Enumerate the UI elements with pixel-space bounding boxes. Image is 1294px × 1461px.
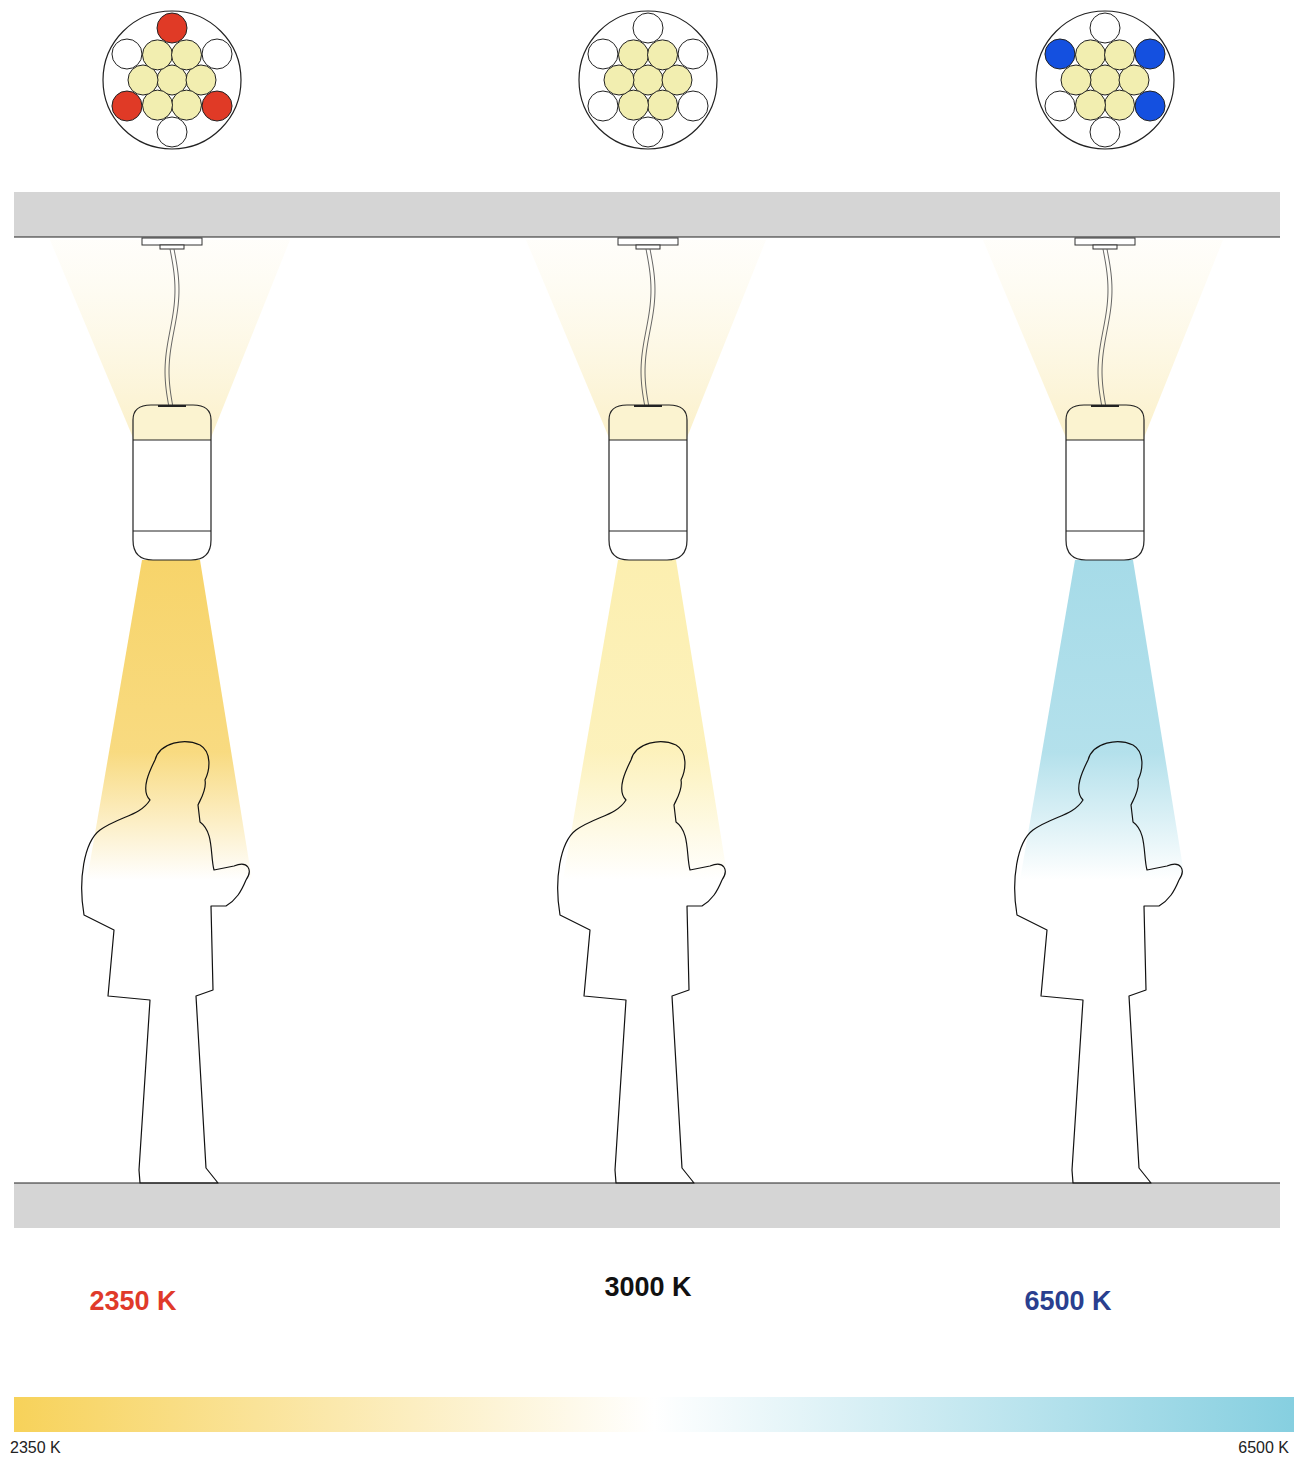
led-chip <box>678 39 708 69</box>
led-arrangement <box>103 11 241 149</box>
led-chip <box>1090 13 1120 43</box>
led-chip <box>1105 40 1135 70</box>
canopy <box>618 238 678 245</box>
led-chip <box>112 91 142 121</box>
lamp-band <box>133 440 211 441</box>
led-housing <box>579 11 717 149</box>
lamp-band <box>609 531 687 532</box>
led-housing <box>1036 11 1174 149</box>
lamp-cap <box>1091 405 1119 407</box>
person-silhouette <box>1015 742 1182 1183</box>
led-chip <box>1045 39 1075 69</box>
lamp-cap <box>634 405 662 407</box>
led-chip <box>172 40 202 70</box>
led-chip <box>202 39 232 69</box>
led-chip <box>143 40 173 70</box>
up-light <box>983 240 1223 440</box>
led-chip <box>1135 39 1165 69</box>
led-chip <box>633 117 663 147</box>
up-light <box>50 240 290 440</box>
led-chip <box>1045 91 1075 121</box>
lamp-band <box>1066 440 1144 441</box>
canopy-stem <box>1093 245 1117 249</box>
lamp-band <box>1066 531 1144 532</box>
led-chip <box>648 90 678 120</box>
floor <box>14 1183 1280 1228</box>
led-chip <box>172 90 202 120</box>
suspension-wire <box>1098 249 1108 405</box>
led-chip <box>157 117 187 147</box>
temperature-label: 6500 K <box>1024 1287 1111 1317</box>
suspension-wire <box>645 249 655 405</box>
led-arrangement <box>579 11 717 149</box>
lamp-cap <box>158 405 186 407</box>
ceiling <box>14 192 1280 237</box>
suspension-wire <box>641 249 651 405</box>
lamp-top-glow <box>133 405 211 440</box>
person-silhouette <box>558 742 725 1183</box>
led-chip <box>1090 117 1120 147</box>
led-chip <box>588 39 618 69</box>
scale-label: 6500 K <box>1238 1439 1289 1457</box>
lamp-body <box>609 405 687 560</box>
led-chip <box>202 91 232 121</box>
up-light <box>526 240 766 440</box>
led-chip <box>1105 90 1135 120</box>
led-chip <box>678 91 708 121</box>
down-light <box>87 560 252 880</box>
led-chip <box>157 13 187 43</box>
pendant-lamp <box>50 238 290 1183</box>
down-light <box>563 560 728 880</box>
temperature-bar <box>14 1397 1294 1432</box>
lamp-body <box>1066 405 1144 560</box>
down-light <box>1020 560 1185 880</box>
led-chip <box>648 40 678 70</box>
temperature-label: 2350 K <box>89 1287 176 1317</box>
lamp-band <box>609 440 687 441</box>
canopy <box>142 238 202 245</box>
lamp-top-glow <box>1066 405 1144 440</box>
led-chip <box>619 40 649 70</box>
led-arrangement <box>1036 11 1174 149</box>
led-chip <box>588 91 618 121</box>
led-housing <box>103 11 241 149</box>
suspension-wire <box>1102 249 1112 405</box>
suspension-wire <box>165 249 175 405</box>
canopy-stem <box>160 245 184 249</box>
scale-label: 2350 K <box>10 1439 61 1457</box>
pendant-lamp <box>983 238 1223 1183</box>
pendant-lamp <box>526 238 766 1183</box>
suspension-wire <box>169 249 179 405</box>
lamp-body <box>133 405 211 560</box>
canopy-stem <box>636 245 660 249</box>
led-chip <box>1135 91 1165 121</box>
person-silhouette <box>82 742 249 1183</box>
led-chip <box>1076 40 1106 70</box>
lamp-band <box>133 531 211 532</box>
lamp-top-glow <box>609 405 687 440</box>
led-chip <box>112 39 142 69</box>
canopy <box>1075 238 1135 245</box>
ceiling-line <box>14 236 1280 237</box>
temperature-label: 3000 K <box>604 1273 691 1303</box>
led-chip <box>633 13 663 43</box>
